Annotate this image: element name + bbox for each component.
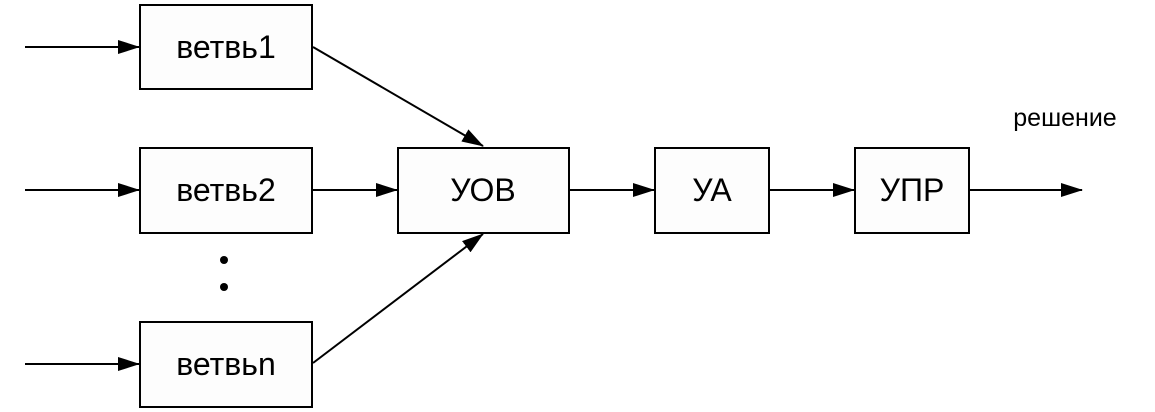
block-uov-label: УОВ	[450, 172, 516, 208]
output-label: решение	[1013, 104, 1116, 132]
arrow-branchn-to-uov	[312, 233, 484, 364]
block-ua-label: УА	[692, 172, 732, 208]
block-branchn-label: ветвьn	[176, 346, 276, 382]
block-branch2: ветвь2	[139, 147, 313, 234]
block-upr: УПР	[854, 147, 970, 234]
block-upr-label: УПР	[880, 172, 945, 208]
arrow-branch1-to-uov	[312, 46, 484, 147]
block-uov: УОВ	[397, 147, 570, 234]
block-branch1-label: ветвь1	[176, 29, 276, 65]
ellipsis-dot-1	[220, 256, 228, 264]
ellipsis-dot-2	[220, 283, 228, 291]
block-branchn: ветвьn	[139, 321, 313, 408]
block-branch2-label: ветвь2	[176, 172, 276, 208]
block-branch1: ветвь1	[139, 4, 313, 90]
block-ua: УА	[654, 147, 770, 234]
